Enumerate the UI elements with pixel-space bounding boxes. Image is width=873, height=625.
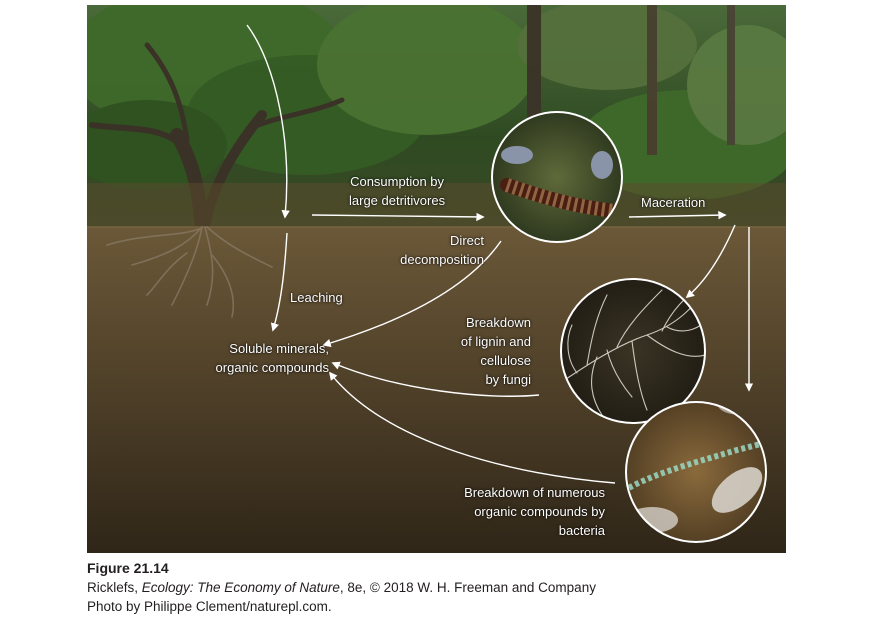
decomposition-diagram: Consumption by large detritivores Macera… bbox=[87, 5, 786, 553]
label-soluble-compounds: Soluble minerals, organic compounds bbox=[216, 339, 329, 377]
photo-credit: Photo by Philippe Clement/naturepl.com. bbox=[87, 597, 787, 616]
label-maceration: Maceration bbox=[641, 193, 705, 212]
figure-number: Figure 21.14 bbox=[87, 559, 787, 578]
figure-source: Ricklefs, Ecology: The Economy of Nature… bbox=[87, 578, 787, 597]
label-consumption: Consumption by large detritivores bbox=[349, 172, 445, 210]
label-bacteria-breakdown: Breakdown of numerous organic compounds … bbox=[464, 483, 605, 540]
label-leaching: Leaching bbox=[290, 288, 343, 307]
figure-caption: Figure 21.14 Ricklefs, Ecology: The Econ… bbox=[87, 559, 787, 616]
label-direct-decomposition: Direct decomposition bbox=[400, 231, 484, 269]
label-fungi-breakdown: Breakdown of lignin and cellulose by fun… bbox=[461, 313, 531, 389]
diagram-illustration bbox=[87, 5, 786, 553]
